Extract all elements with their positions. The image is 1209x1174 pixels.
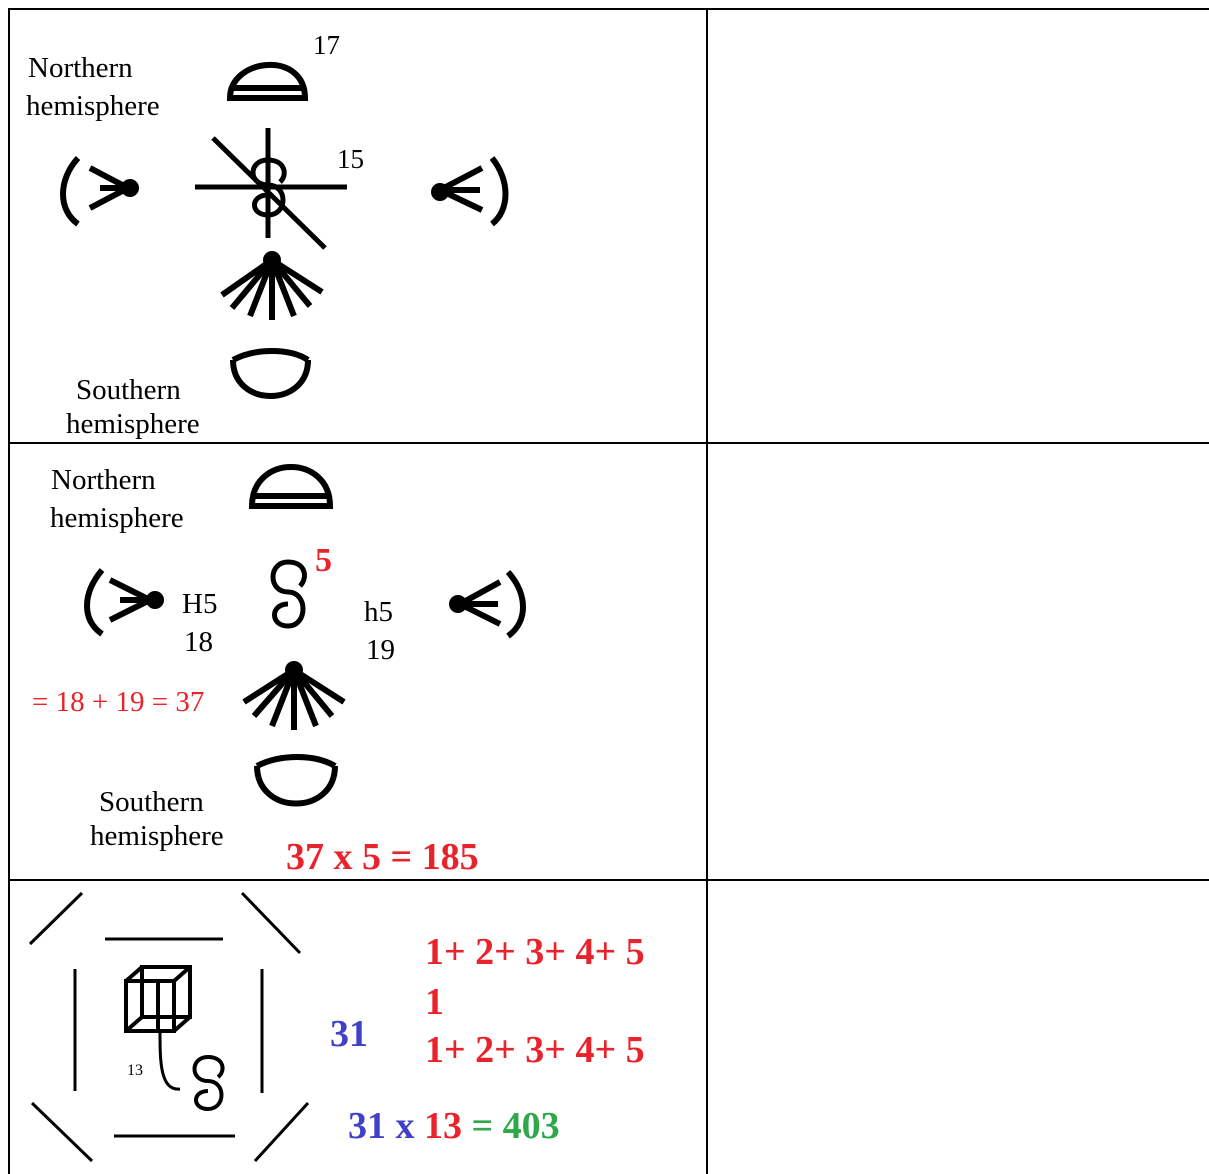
row-1-number-mid: 15 — [337, 144, 364, 174]
center-glyph-icon — [270, 559, 307, 629]
row-2-northern-label-line-1: Northern — [51, 464, 156, 496]
row-2-right-label-b: 19 — [366, 634, 395, 666]
left-arrow-bracket-icon — [60, 155, 135, 227]
equation-times-sign: x — [395, 1105, 415, 1147]
row-1-northern-label-line-2: hemisphere — [26, 90, 160, 122]
row-3-small-number: 13 — [127, 1062, 143, 1079]
row-3-sequence-line-2: 1 — [425, 981, 444, 1023]
connector-curve-icon — [158, 1030, 181, 1091]
right-arrow-bracket-icon — [453, 569, 526, 639]
row-2-sum-equation: = 18 + 19 = 37 — [32, 686, 205, 718]
cube-icon — [124, 965, 192, 1033]
northern-dome-icon — [226, 61, 309, 101]
row-2-right-label-a: h5 — [364, 596, 393, 628]
row-3-diagram-cell: 13 31 1+ 2+ 3+ 4+ 5 1 1+ 2+ 3+ 4+ 5 31 x… — [10, 881, 706, 1174]
crossed-center-glyph-icon — [195, 128, 347, 250]
table-row-divider-2 — [8, 879, 1209, 881]
row-1-diagram-cell: Northern hemisphere 17 15 Southern hemis… — [10, 10, 706, 442]
row-2-left-label-b: 18 — [184, 626, 213, 658]
left-arrow-dot-icon — [146, 591, 164, 609]
row-1-southern-label-line-2: hemisphere — [66, 408, 200, 440]
equation-result-403: 403 — [502, 1105, 560, 1147]
row-3-glyph-drawing — [28, 891, 310, 1163]
left-arrow-dot-icon — [121, 179, 139, 197]
row-1-number-top: 17 — [313, 30, 340, 60]
row-2-product-equation: 37 x 5 = 185 — [286, 836, 479, 878]
row-2-left-label-a: H5 — [182, 588, 218, 620]
equation-operand-31: 31 — [348, 1105, 386, 1147]
row-2-superscript-5: 5 — [315, 542, 332, 579]
row-1-glyph-drawing — [60, 61, 509, 399]
row-3-sequence-line-3: 1+ 2+ 3+ 4+ 5 — [425, 1029, 645, 1071]
right-arrow-dot-icon — [449, 595, 467, 613]
southern-dome-icon — [254, 754, 338, 807]
right-arrow-dot-icon — [431, 183, 449, 201]
row-2-northern-label-line-2: hemisphere — [50, 502, 184, 534]
fan-glyph-icon — [242, 667, 346, 730]
right-arrow-bracket-icon — [433, 156, 509, 227]
row-3-big-number: 31 — [330, 1013, 368, 1055]
table-border-left — [8, 8, 10, 1174]
table-row-divider-1 — [8, 442, 1209, 444]
row-2-glyph-drawing — [84, 464, 526, 807]
southern-dome-icon — [230, 348, 311, 399]
fan-dot-icon — [285, 661, 303, 679]
small-glyph-icon — [192, 1055, 225, 1112]
row-1-southern-label-line-1: Southern — [76, 374, 181, 406]
row-2-southern-label-line-2: hemisphere — [90, 820, 224, 852]
row-2-empty-cell — [708, 444, 1209, 879]
left-arrow-bracket-icon — [84, 568, 157, 637]
fan-glyph-icon — [220, 257, 324, 320]
row-1-empty-cell — [708, 10, 1209, 442]
row-2-diagram-cell: Northern hemisphere 5 H5 18 h5 19 = 18 +… — [10, 444, 706, 879]
row-3-sequence-line-1: 1+ 2+ 3+ 4+ 5 — [425, 931, 645, 973]
row-2-southern-label-line-1: Southern — [99, 786, 204, 818]
table-column-divider — [706, 8, 708, 1174]
row-3-final-equation: 31 x 13 = 403 — [348, 1107, 560, 1145]
equation-equals-sign: = — [471, 1105, 494, 1147]
equation-operand-13: 13 — [424, 1105, 462, 1147]
northern-dome-icon — [248, 464, 334, 509]
table-border-top — [8, 8, 1209, 10]
octagon-frame-icon — [28, 891, 310, 1163]
row-3-empty-cell — [708, 881, 1209, 1174]
row-1-northern-label-line-1: Northern — [28, 52, 133, 84]
fan-dot-icon — [263, 251, 281, 269]
